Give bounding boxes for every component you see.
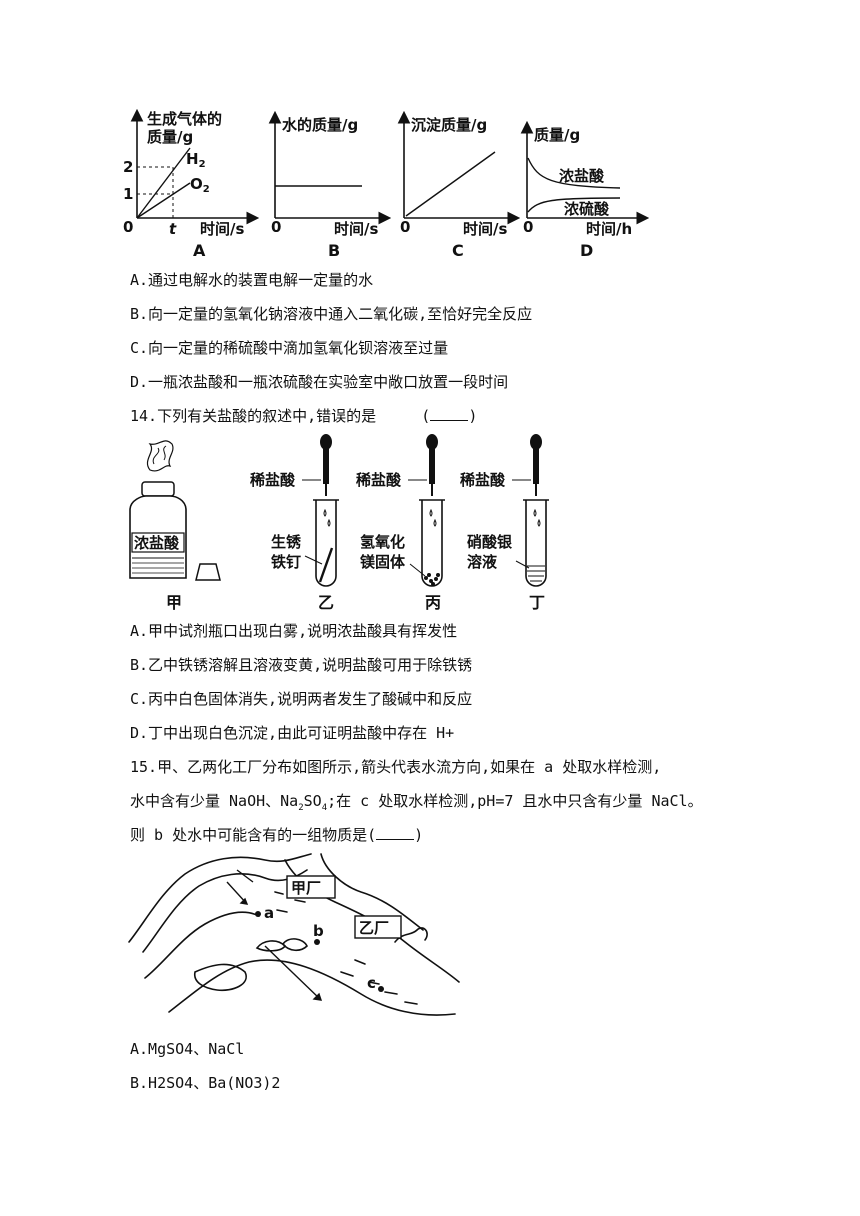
- bing-dropper-label: 稀盐酸: [356, 471, 402, 489]
- graph-b-ylabel: 水的质量/g: [282, 116, 358, 134]
- graph-a-o2-label: O2: [190, 175, 210, 195]
- graph-d-ylabel: 质量/g: [534, 126, 580, 144]
- dropper-icon: [533, 448, 539, 484]
- q15-answer-blank[interactable]: [376, 825, 415, 840]
- graph-a-h2-label: H2: [186, 150, 206, 170]
- river-bank-upper: [128, 853, 312, 943]
- test-tube-icon: [421, 500, 443, 587]
- graph-d-hcl-curve: [527, 157, 621, 189]
- graph-a-h2-line: [136, 147, 191, 219]
- graph-b: 水的质量/g 0 时间/s B: [268, 110, 392, 260]
- caption-ding: 丁: [529, 593, 545, 612]
- q14-option-a: A.甲中试剂瓶口出现白雾,说明浓盐酸具有挥发性: [130, 622, 458, 640]
- q14-stem: 14.下列有关盐酸的叙述中,错误的是 (): [130, 406, 478, 425]
- point-b-marker: [314, 939, 320, 945]
- dropper-icon: [429, 448, 435, 484]
- yi-setup: 稀盐酸 生锈 铁钉 乙: [250, 434, 339, 612]
- point-a-label: a: [264, 904, 274, 922]
- caption-jia: 甲: [166, 593, 182, 612]
- q14-option-c: C.丙中白色固体消失,说明两者发生了酸碱中和反应: [130, 690, 473, 708]
- q15-stem-line1: 15.甲、乙两化工厂分布如图所示,箭头代表水流方向,如果在 a 处取水样检测,: [130, 758, 662, 776]
- graph-b-xlabel: 时间/s: [334, 220, 378, 238]
- test-tube-icon: [525, 500, 547, 587]
- q13-option-b: B.向一定量的氢氧化钠溶液中通入二氧化碳,至恰好完全反应: [130, 305, 533, 323]
- point-c-label: c: [367, 974, 376, 992]
- q15-stem-line3: 则 b 处水中可能含有的一组物质是(): [130, 825, 424, 844]
- graph-d-hcl-label: 浓盐酸: [559, 167, 605, 185]
- q14-answer-blank[interactable]: [430, 406, 469, 421]
- graph-d-origin: 0: [523, 218, 533, 236]
- factory-jia-label: 甲厂: [291, 879, 321, 897]
- jia-bottle: 浓盐酸 甲: [129, 440, 221, 612]
- graph-a-tick-t: t: [169, 220, 177, 238]
- graph-d-caption: D: [580, 241, 593, 260]
- point-c-marker: [378, 986, 384, 992]
- dropper-icon: [323, 448, 329, 484]
- bottle-stopper-icon: [195, 563, 221, 581]
- bottle-label: 浓盐酸: [134, 534, 180, 552]
- caption-yi: 乙: [318, 593, 334, 612]
- graph-d-h2so4-label: 浓硫酸: [564, 200, 610, 218]
- rusty-nail-icon: [318, 547, 334, 583]
- yi-dropper-label: 稀盐酸: [250, 471, 296, 489]
- yi-label-1: 生锈: [271, 533, 301, 551]
- white-mist-icon: [146, 440, 174, 472]
- graph-a-tick-1: 1: [123, 185, 133, 203]
- ding-dropper-label: 稀盐酸: [460, 471, 506, 489]
- graph-d: 质量/g 浓盐酸 浓硫酸 0 时间/h D: [520, 120, 650, 260]
- graph-a: 生成气体的 质量/g 2 1 0 t 时间/s H2 O2 A: [123, 108, 260, 260]
- island-icon: [193, 963, 247, 992]
- q14-option-d: D.丁中出现白色沉淀,由此可证明盐酸中存在 H+: [130, 724, 455, 742]
- q13-option-a: A.通过电解水的装置电解一定量的水: [130, 271, 374, 289]
- bing-setup: 稀盐酸 氢氧化 镁固体 丙: [356, 434, 445, 612]
- q14-option-b: B.乙中铁锈溶解且溶液变黄,说明盐酸可用于除铁锈: [130, 656, 473, 674]
- factory-yi-label: 乙厂: [359, 919, 389, 937]
- q14-figure: 浓盐酸 甲 稀盐酸 生锈 铁钉 乙 稀盐酸 氢氧化: [129, 434, 549, 612]
- graph-a-origin: 0: [123, 218, 133, 236]
- solid-particles-icon: [424, 573, 440, 586]
- graph-a-xlabel: 时间/s: [200, 220, 244, 238]
- caption-bing: 丙: [425, 593, 441, 612]
- graph-c: 沉淀质量/g 0 时间/s C: [397, 110, 521, 260]
- river-bank-lower: [168, 959, 456, 1016]
- graph-c-ylabel: 沉淀质量/g: [411, 116, 487, 134]
- graph-a-ylabel-1: 生成气体的: [147, 110, 222, 128]
- point-b-label: b: [313, 922, 324, 940]
- factory-jia-box: [286, 875, 336, 899]
- bing-label-1: 氢氧化: [360, 533, 405, 551]
- graph-c-xlabel: 时间/s: [463, 220, 507, 238]
- q15-option-a: A.MgSO4、NaCl: [130, 1040, 245, 1058]
- yi-label-2: 铁钉: [271, 553, 301, 571]
- test-tube-icon: [315, 500, 337, 587]
- graph-a-caption: A: [193, 241, 206, 260]
- q15-river-map: a b c 甲厂 乙厂: [128, 853, 460, 1016]
- graph-b-origin: 0: [271, 218, 281, 236]
- graph-a-o2-line: [136, 182, 191, 219]
- graph-b-caption: B: [328, 241, 340, 260]
- graph-d-h2so4-curve: [527, 197, 621, 213]
- q13-option-c: C.向一定量的稀硫酸中滴加氢氧化钡溶液至过量: [130, 339, 449, 357]
- graph-c-line: [405, 151, 496, 217]
- q15-option-b: B.H2SO4、Ba(NO3)2: [130, 1074, 281, 1092]
- ding-setup: 稀盐酸 硝酸银 溶液 丁: [460, 434, 549, 612]
- graph-c-origin: 0: [400, 218, 410, 236]
- ding-label-1: 硝酸银: [467, 533, 513, 551]
- graph-a-tick-2: 2: [123, 158, 133, 176]
- graph-c-caption: C: [452, 241, 464, 260]
- bing-label-2: 镁固体: [360, 553, 406, 571]
- graph-d-xlabel: 时间/h: [586, 220, 632, 238]
- ding-label-2: 溶液: [467, 553, 498, 571]
- factory-yi-box: [354, 915, 402, 939]
- point-a-marker: [255, 911, 261, 917]
- q15-stem-line2: 水中含有少量 NaOH、Na2SO4;在 c 处取水样检测,pH=7 且水中只含…: [130, 792, 703, 813]
- graph-a-ylabel-2: 质量/g: [147, 128, 193, 146]
- q13-graphs-figure: 生成气体的 质量/g 2 1 0 t 时间/s H2 O2 A 水的质量/g 0…: [123, 108, 650, 260]
- q13-option-d: D.一瓶浓盐酸和一瓶浓硫酸在实验室中敞口放置一段时间: [130, 373, 509, 391]
